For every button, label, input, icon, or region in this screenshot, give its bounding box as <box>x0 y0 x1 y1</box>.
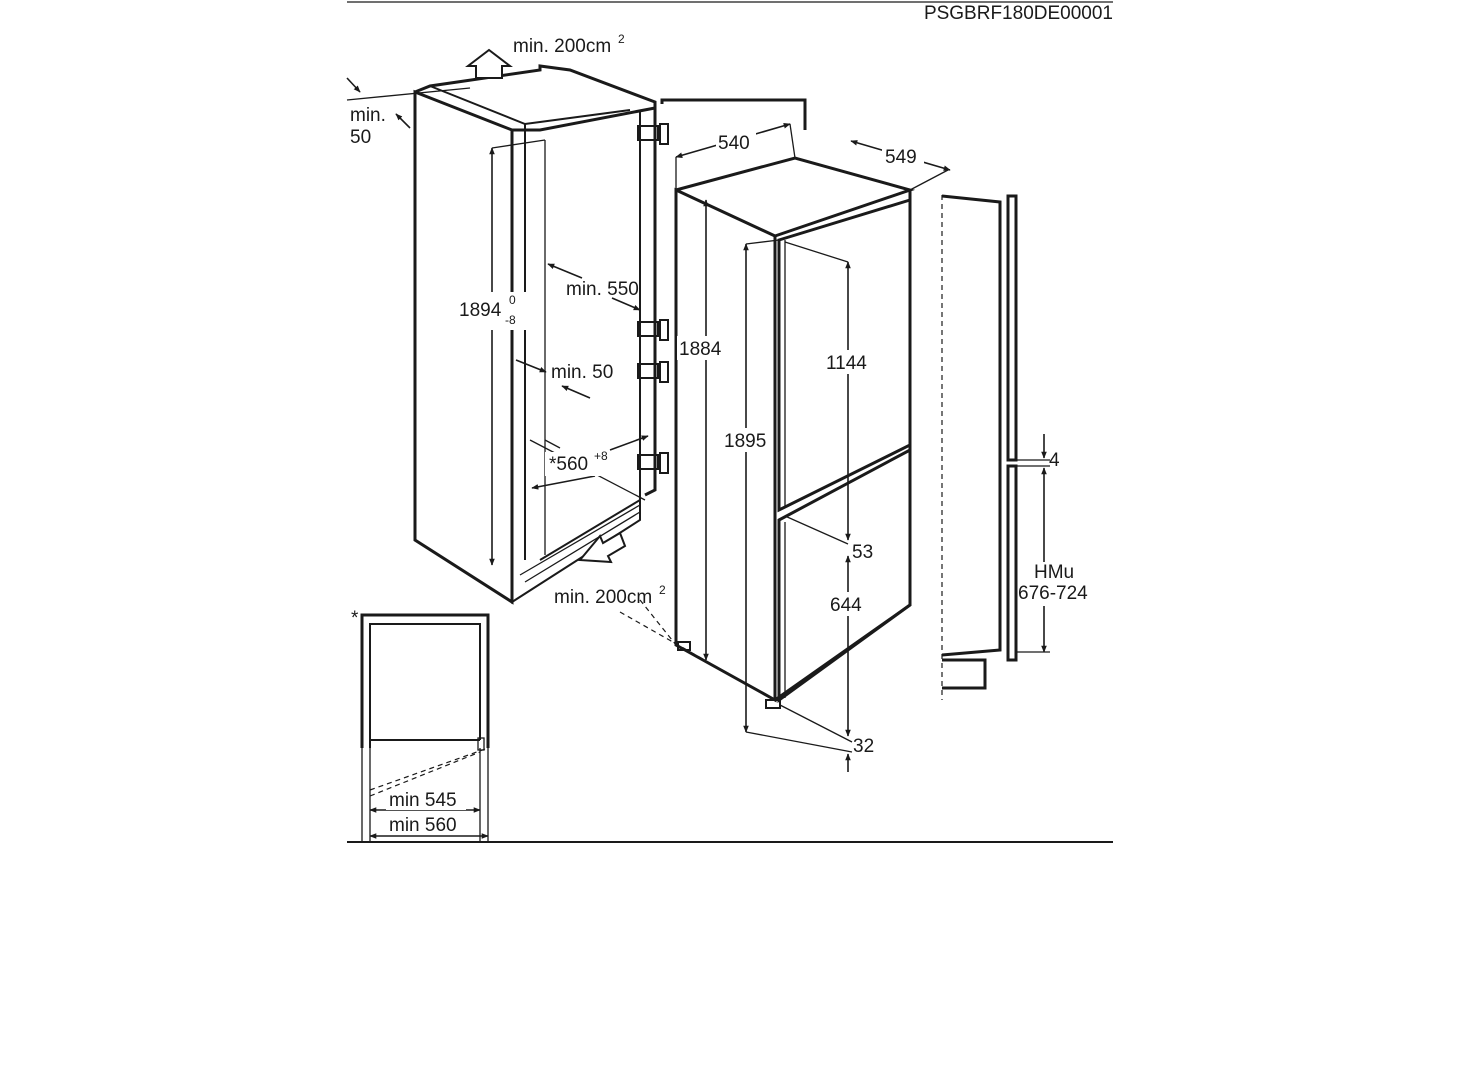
niche-height-tol-lower: -8 <box>505 313 516 327</box>
niche-width-arrow <box>609 435 649 451</box>
appliance-width-label: 540 <box>718 133 750 154</box>
appliance-total-height-label: 1895 <box>724 431 766 452</box>
niche-depth-label: min. 550 <box>566 279 639 300</box>
bottom-offset-extension <box>745 731 853 753</box>
top-view-inset <box>360 613 490 842</box>
projection-line <box>619 611 776 701</box>
bottom-offset-label: 32 <box>853 736 874 757</box>
min-545-label: min 545 <box>389 790 457 811</box>
appliance-total-height-extension <box>745 239 780 245</box>
vent-top-sup: 2 <box>618 32 625 46</box>
vent-arrow-in-icon <box>577 531 627 564</box>
niche-depth-arrow <box>547 263 583 279</box>
gap-top-arrow <box>395 113 411 129</box>
hinge-icon <box>637 123 669 145</box>
vent-top-label: min. 200cm <box>513 36 611 57</box>
hinge-icon <box>637 452 669 474</box>
niche-width-label: *560 <box>549 454 588 475</box>
gap-top-extension <box>346 87 471 101</box>
document-code: PSGBRF180DE00001 <box>924 3 1113 24</box>
niche-gap-label: min. 50 <box>551 362 613 383</box>
hinge-icon <box>637 319 669 341</box>
appliance-width-extension <box>789 123 796 159</box>
niche-width-tol: +8 <box>594 449 608 463</box>
min-560-label: min 560 <box>389 815 457 836</box>
vent-arrow-up-icon <box>465 48 513 79</box>
gap-top-label-1: min. <box>350 105 386 126</box>
gap-top-arrow <box>346 77 361 93</box>
vent-bottom-label: min. 200cm <box>554 587 652 608</box>
appliance-body-height-label: 1884 <box>679 339 722 360</box>
upper-door-extension <box>784 241 849 263</box>
niche-width-arrow <box>531 475 596 490</box>
inset-asterisk: * <box>351 608 359 629</box>
upper-door-label: 1144 <box>826 353 867 374</box>
niche-height-label: 1894 <box>459 300 502 321</box>
hmu-range: 676-724 <box>1018 583 1088 604</box>
appliance-depth-label: 549 <box>885 147 917 168</box>
vent-bottom-sup: 2 <box>659 583 666 597</box>
bottom-offset-extension <box>779 704 853 743</box>
niche-height-extension <box>491 139 546 149</box>
door-offset-label: 4 <box>1049 450 1060 471</box>
lower-door-label: 644 <box>830 595 862 616</box>
gap-top-label-2: 50 <box>350 127 371 148</box>
side-section <box>941 194 1018 700</box>
cabinet-niche <box>413 64 807 605</box>
projection-line <box>639 599 681 651</box>
niche-gap-arrow <box>561 385 591 399</box>
hmu-label: HMu <box>1034 562 1074 583</box>
hinge-icon <box>637 361 669 383</box>
niche-height-tol-upper: 0 <box>509 293 516 307</box>
niche-depth-arrow <box>611 297 641 311</box>
appliance-depth-extension <box>909 169 949 191</box>
door-gap-extension <box>784 515 849 545</box>
appliance <box>674 156 916 709</box>
door-gap-label: 53 <box>852 542 873 563</box>
niche-gap-arrow <box>515 359 547 373</box>
